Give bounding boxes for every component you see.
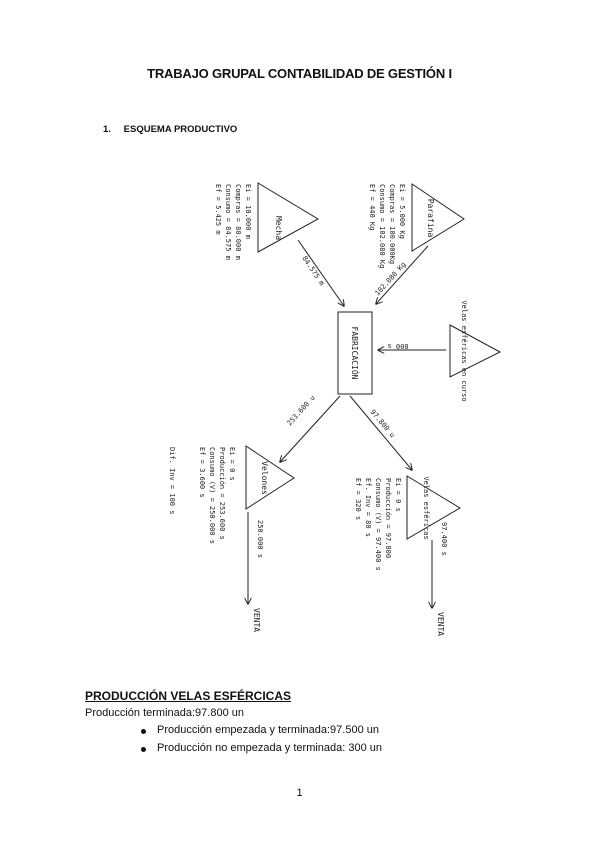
node-velas-esfericas: Velas esféricas Ei = 0 s Producción = 97… — [354, 475, 461, 571]
produccion-terminada: Producción terminada:97.800 un — [85, 707, 244, 719]
triangle-velones — [245, 445, 295, 510]
velas-esfericas-label: Velas esféricas — [422, 476, 430, 539]
velas-esfericas-line-2: Producción = 97.800 — [384, 478, 392, 558]
velones-line-4: Ef = 3.600 s — [198, 447, 206, 498]
arrow-mecha-to-fabricacion — [297, 239, 344, 306]
parafina-line-3: Consumo = 102.080 Kg — [378, 184, 386, 268]
arrow-fabricacion-to-esfericas — [349, 395, 412, 470]
arrow-fabricacion-to-velones — [280, 395, 341, 462]
mecha-line-2: Compras = 80.000 m — [234, 184, 242, 260]
mecha-line-4: Ef = 5.425 m — [214, 184, 222, 235]
section-number: 1. — [103, 124, 111, 135]
flow-label-mecha: 84.575 m — [300, 255, 325, 287]
node-velones: Velones Ei = 0 s Producción = 253.600 s … — [168, 445, 295, 544]
parafina-label: Parafina — [426, 199, 435, 238]
velones-label: Velones — [260, 461, 269, 495]
venta-label-2: VENTA — [436, 612, 445, 636]
mecha-line-1: Ei = 10.000 m — [244, 184, 252, 239]
node-velas-en-curso: Velas esféricas en curso — [449, 300, 502, 402]
triangle-velas-en-curso — [449, 324, 502, 378]
venta-label-1: VENTA — [252, 608, 261, 632]
bullet-item: Producción empezada y terminada:97.500 u… — [140, 724, 382, 742]
velas-en-curso-label: Velas esféricas en curso — [460, 300, 468, 401]
parafina-line-1: Ei = 5.000 Kg — [398, 184, 406, 239]
productive-scheme-diagram: Mecha Ei = 10.000 m Compras = 80.000 m C… — [168, 182, 502, 636]
flow-label-velones-venta: 250.000 s — [256, 520, 264, 558]
document-title: TRABAJO GRUPAL CONTABILIDAD DE GESTIÓN I — [147, 66, 452, 81]
bullet-item: Producción no empezada y terminada: 300 … — [140, 742, 382, 760]
produccion-bullet-list: Producción empezada y terminada:97.500 u… — [140, 724, 382, 760]
parafina-line-4: Ef = 440 Kg — [368, 184, 376, 230]
triangle-mecha — [257, 182, 320, 253]
flow-label-velones: 253.600 u — [286, 394, 317, 428]
velas-esfericas-line-1: Ei = 0 s — [394, 478, 402, 512]
parafina-line-2: Compras = 100.000Kg — [388, 184, 396, 264]
velas-esfericas-line-3: Consumo (V) = 97.400 s — [374, 478, 382, 571]
velas-esfericas-line-4: Ef. Inv = 80 s — [364, 478, 372, 537]
node-fabricacion: FABRICACIÓN — [337, 311, 373, 395]
page-number: 1 — [296, 787, 303, 799]
fabricacion-label: FABRICACIÓN — [350, 327, 361, 380]
fabricacion-box — [337, 311, 373, 395]
mecha-line-3: Consumo = 84.575 m — [224, 184, 232, 260]
arrow-parafina-to-fabricacion — [376, 245, 429, 304]
flow-label-esfericas-venta: 97.400 s — [440, 522, 448, 556]
section-label: ESQUEMA PRODUCTIVO — [123, 124, 238, 135]
triangle-velas-esfericas — [406, 475, 461, 540]
velones-line-3: Consumo (V) = 250.000 s — [208, 447, 216, 544]
triangle-parafina — [411, 183, 465, 252]
node-mecha: Mecha Ei = 10.000 m Compras = 80.000 m C… — [214, 182, 320, 260]
velas-esfericas-line-5: Ef = 320 s — [354, 478, 362, 520]
velones-line-5: Dif. Inv = 100 s — [168, 447, 176, 514]
mecha-label: Mecha — [274, 216, 283, 240]
velones-line-1: Ei = 0 s — [228, 447, 236, 481]
velones-line-2: Producción = 253.600 s — [218, 447, 226, 540]
node-parafina: Parafina Ei = 5.000 Kg Compras = 100.000… — [368, 183, 465, 268]
section-heading: 1. ESQUEMA PRODUCTIVO — [103, 124, 237, 135]
flow-label-curso: 800 s — [387, 342, 408, 350]
produccion-heading: PRODUCCIÓN VELAS ESFÉRCICAS — [85, 689, 292, 703]
